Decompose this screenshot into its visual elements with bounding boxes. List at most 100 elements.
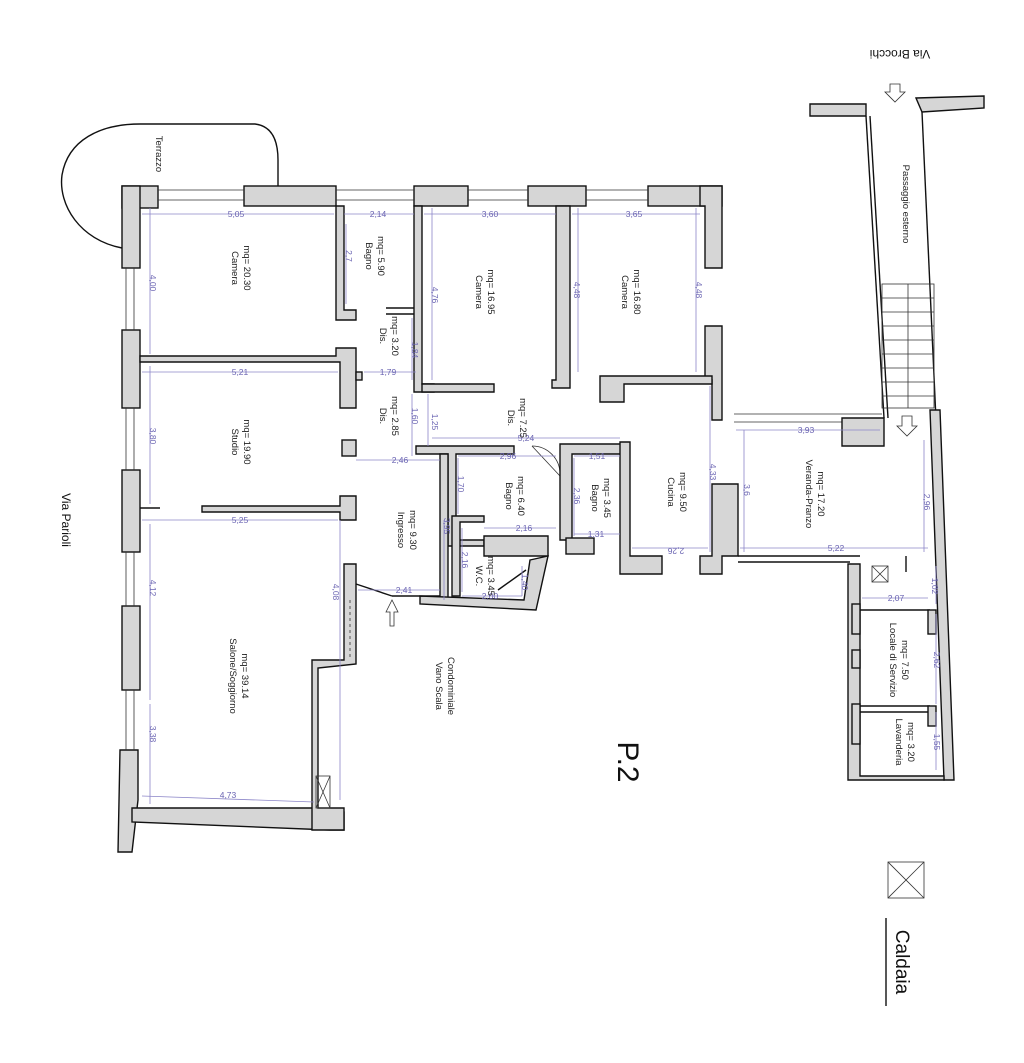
dim-label: 4,76 bbox=[430, 287, 440, 304]
boiler-box-cross-icon bbox=[887, 861, 925, 899]
svg-text:W.C.: W.C. bbox=[473, 566, 484, 587]
svg-text:Camera: Camera bbox=[229, 251, 240, 286]
svg-text:Camera: Camera bbox=[473, 275, 484, 310]
svg-text:mq= 7.25: mq= 7.25 bbox=[517, 398, 528, 438]
room-label-dis-3: Dis. mq= 7.25 bbox=[505, 398, 528, 438]
dim-label: 4,33 bbox=[708, 464, 718, 481]
dim-label: 4,48 bbox=[572, 282, 582, 299]
svg-text:mq= 3.45: mq= 3.45 bbox=[601, 478, 612, 518]
room-label-camera-3: Camera mq= 16.80 bbox=[619, 269, 642, 314]
dim-label: 1,40 bbox=[520, 574, 530, 591]
svg-text:mq= 16.80: mq= 16.80 bbox=[631, 269, 642, 314]
interior-walls bbox=[139, 205, 860, 611]
svg-text:mq= 9.50: mq= 9.50 bbox=[677, 472, 688, 512]
dim-label: 4,00 bbox=[148, 275, 158, 292]
dim-label: 1,02 bbox=[930, 578, 940, 595]
svg-text:Ingresso: Ingresso bbox=[395, 512, 406, 548]
room-label-camera-1: Camera mq= 20.30 bbox=[229, 245, 252, 290]
dim-label: 2,7 bbox=[344, 250, 354, 262]
dim-label: 1,60 bbox=[410, 408, 420, 425]
svg-text:Condominiale: Condominiale bbox=[445, 657, 456, 715]
dim-label: 1,84 bbox=[410, 342, 420, 359]
room-label-bagno-3: Bagno mq= 3.45 bbox=[589, 478, 612, 518]
dim-label: 2,96 bbox=[922, 494, 932, 511]
room-label-wc: W.C. mq= 3.45 bbox=[473, 556, 496, 596]
dim-label: 1,51 bbox=[589, 451, 606, 461]
boiler-salone-icon bbox=[315, 775, 331, 809]
dim-label: 3,80 bbox=[148, 428, 158, 445]
svg-text:mq= 3.20: mq= 3.20 bbox=[389, 316, 400, 356]
dim-label: 1,70 bbox=[456, 476, 466, 493]
room-label-camera-2: Camera mq= 16.95 bbox=[473, 269, 496, 314]
room-label-dis-1: Dis. mq= 3.20 bbox=[377, 316, 400, 356]
dim-label: 5,22 bbox=[828, 543, 845, 553]
dim-label: 1,31 bbox=[588, 529, 605, 539]
room-label-bagno-1: Bagno mq= 5.90 bbox=[363, 236, 386, 276]
terrace bbox=[60, 123, 279, 249]
svg-text:mq= 3.45: mq= 3.45 bbox=[485, 556, 496, 596]
dim-label: 2,26 bbox=[667, 546, 684, 556]
exterior-walls bbox=[117, 185, 882, 853]
svg-text:Camera: Camera bbox=[619, 275, 630, 310]
external-passage bbox=[809, 95, 985, 781]
terrace-label: Terrazzo bbox=[153, 136, 164, 172]
street-label-top: Via Brocchi bbox=[870, 47, 930, 61]
passage-label: Passaggio esterno bbox=[900, 165, 911, 244]
stair-label: Vano Scala Condominiale bbox=[433, 657, 456, 715]
svg-text:mq= 3.20: mq= 3.20 bbox=[905, 722, 916, 762]
svg-text:mq= 7.50: mq= 7.50 bbox=[899, 640, 910, 680]
room-label-locale: Locale di Servizio mq= 7.50 bbox=[887, 623, 910, 697]
dim-label: 1,55 bbox=[932, 734, 942, 751]
dim-label: 1,25 bbox=[430, 414, 440, 431]
dim-label: 2,46 bbox=[392, 455, 409, 465]
dim-label: 2,62 bbox=[932, 652, 942, 669]
room-label-lavanderia: Lavanderia mq= 3.20 bbox=[893, 718, 916, 766]
dim-label: 2,00 bbox=[482, 591, 499, 601]
dim-label: 3,95 bbox=[442, 518, 452, 535]
svg-text:mq= 2.85: mq= 2.85 bbox=[389, 396, 400, 436]
dim-label: 2,14 bbox=[370, 209, 387, 219]
dim-label: 5,24 bbox=[518, 433, 535, 443]
svg-text:Studio: Studio bbox=[229, 429, 240, 456]
svg-text:Dis.: Dis. bbox=[377, 408, 388, 424]
svg-text:Salone/Soggiorno: Salone/Soggiorno bbox=[227, 638, 238, 714]
dim-label: 2,96 bbox=[500, 451, 517, 461]
dim-label: 3,65 bbox=[626, 209, 643, 219]
dimension-labels: 5,05 2,14 3,60 3,65 4,00 2,7 4,76 4,48 4… bbox=[148, 209, 942, 800]
svg-text:mq= 5.90: mq= 5.90 bbox=[375, 236, 386, 276]
dim-label: 3,6 bbox=[742, 484, 752, 496]
dimension-lines bbox=[141, 208, 937, 804]
room-label-bagno-2: Bagno mq= 6.40 bbox=[503, 476, 526, 516]
dim-label: 4,08 bbox=[331, 584, 341, 601]
dim-label: 5,21 bbox=[232, 367, 249, 377]
room-label-dis-2: Dis. mq= 2.85 bbox=[377, 396, 400, 436]
floor-label: P.2 bbox=[611, 741, 644, 782]
dim-label: 2,41 bbox=[396, 585, 413, 595]
svg-text:Bagno: Bagno bbox=[363, 242, 374, 269]
dim-label: 4,73 bbox=[220, 790, 237, 800]
svg-text:Bagno: Bagno bbox=[503, 482, 514, 509]
svg-text:mq= 19.90: mq= 19.90 bbox=[241, 419, 252, 464]
room-label-studio: Studio mq= 19.90 bbox=[229, 419, 252, 464]
room-labels: Camera mq= 20.30 Bagno mq= 5.90 Camera m… bbox=[227, 236, 916, 766]
dim-label: 2,16 bbox=[460, 552, 470, 569]
svg-text:Cucina: Cucina bbox=[665, 477, 676, 507]
dim-label: 4,48 bbox=[694, 282, 704, 299]
svg-text:Locale di Servizio: Locale di Servizio bbox=[887, 623, 898, 697]
dim-label: 2,07 bbox=[888, 593, 905, 603]
room-label-ingresso: Ingresso mq= 9.30 bbox=[395, 510, 418, 550]
dim-label: 1,79 bbox=[380, 367, 397, 377]
svg-text:Dis.: Dis. bbox=[505, 410, 516, 426]
dim-label: 5,05 bbox=[228, 209, 245, 219]
dim-label: 3,38 bbox=[148, 726, 158, 743]
svg-text:mq= 16.95: mq= 16.95 bbox=[485, 269, 496, 314]
passage-arrow-icon bbox=[896, 415, 918, 437]
entrance-arrow-main-icon bbox=[385, 599, 399, 627]
svg-text:mq= 17.20: mq= 17.20 bbox=[815, 471, 826, 516]
dim-label: 2,16 bbox=[516, 523, 533, 533]
room-label-veranda: Veranda-Pranzo mq= 17.20 bbox=[803, 460, 826, 529]
legend: Caldaia bbox=[885, 861, 925, 1006]
svg-text:Vano Scala: Vano Scala bbox=[433, 662, 444, 711]
room-label-cucina: Cucina mq= 9.50 bbox=[665, 472, 688, 512]
